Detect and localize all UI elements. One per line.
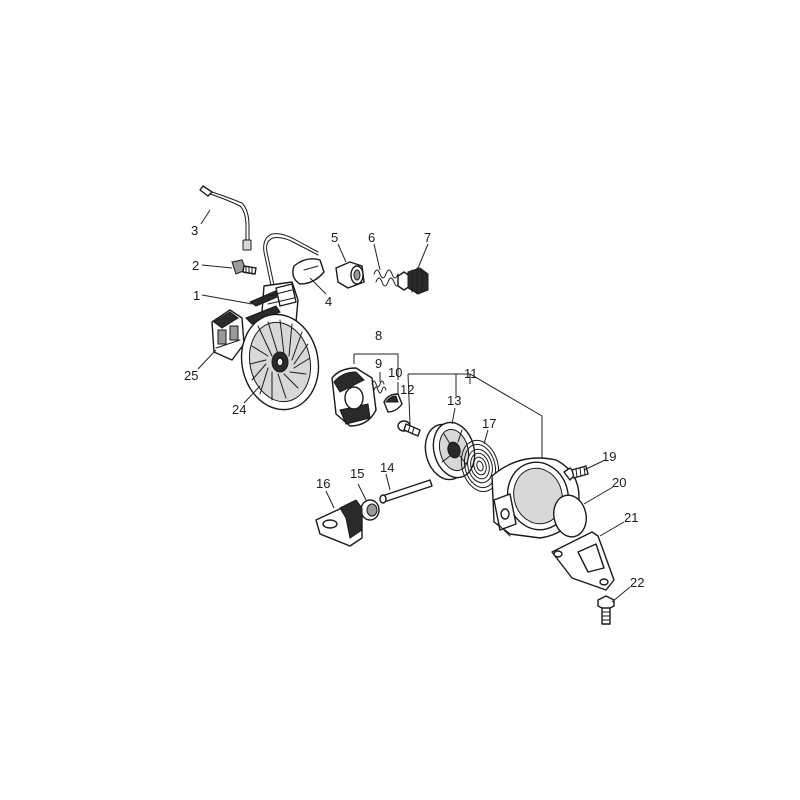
label-part-24: 24 (232, 402, 246, 417)
label-part-21: 21 (624, 510, 638, 525)
part-17-recoil-spring (460, 439, 500, 493)
label-part-12: 12 (400, 382, 414, 397)
part-20-gasket (553, 494, 587, 538)
group-bracket-lines (353, 353, 543, 458)
part-24-flywheel (240, 313, 320, 411)
label-part-1: 1 (193, 288, 200, 303)
part-10-pawl (383, 393, 403, 413)
label-part-25: 25 (184, 368, 198, 383)
label-part-14: 14 (380, 460, 394, 475)
part-7-terminal (397, 267, 429, 295)
part-4-plug-boot (292, 258, 325, 285)
label-part-20: 20 (612, 475, 626, 490)
label-part-4: 4 (325, 294, 332, 309)
label-part-7: 7 (424, 230, 431, 245)
part-21-bracket (551, 531, 615, 591)
part-22-bolt (597, 595, 615, 625)
part-19-bolt (563, 465, 589, 481)
part-16-starter-handle (315, 499, 363, 547)
part-2-bolt (231, 259, 257, 275)
part-8-starter-hub (331, 367, 377, 427)
label-part-10: 10 (388, 365, 402, 380)
label-part-5: 5 (331, 230, 338, 245)
label-part-22: 22 (630, 575, 644, 590)
part-5-plug-cap (335, 261, 365, 289)
label-part-13: 13 (447, 393, 461, 408)
part-25-trigger-assembly (211, 309, 245, 361)
label-part-17: 17 (482, 416, 496, 431)
label-part-2: 2 (192, 258, 199, 273)
part-15-collar (360, 499, 380, 521)
label-part-19: 19 (602, 449, 616, 464)
leader-lines (197, 209, 631, 603)
label-part-9: 9 (375, 356, 382, 371)
label-part-3: 3 (191, 223, 198, 238)
label-part-8: 8 (375, 328, 382, 343)
part-12-screw (397, 420, 421, 437)
label-part-6: 6 (368, 230, 375, 245)
part-9-pawl-spring (371, 380, 387, 394)
label-part-11: 11 (464, 366, 478, 381)
part-6-spring (373, 269, 401, 287)
label-part-16: 16 (316, 476, 330, 491)
label-part-15: 15 (350, 466, 364, 481)
part-14-shaft (379, 479, 433, 504)
part-labels: 1 2 3 4 5 6 7 8 9 10 11 12 13 14 15 16 1… (184, 223, 644, 590)
part-3-ground-wire (199, 185, 252, 251)
part-13-rope-pulley (424, 421, 476, 481)
